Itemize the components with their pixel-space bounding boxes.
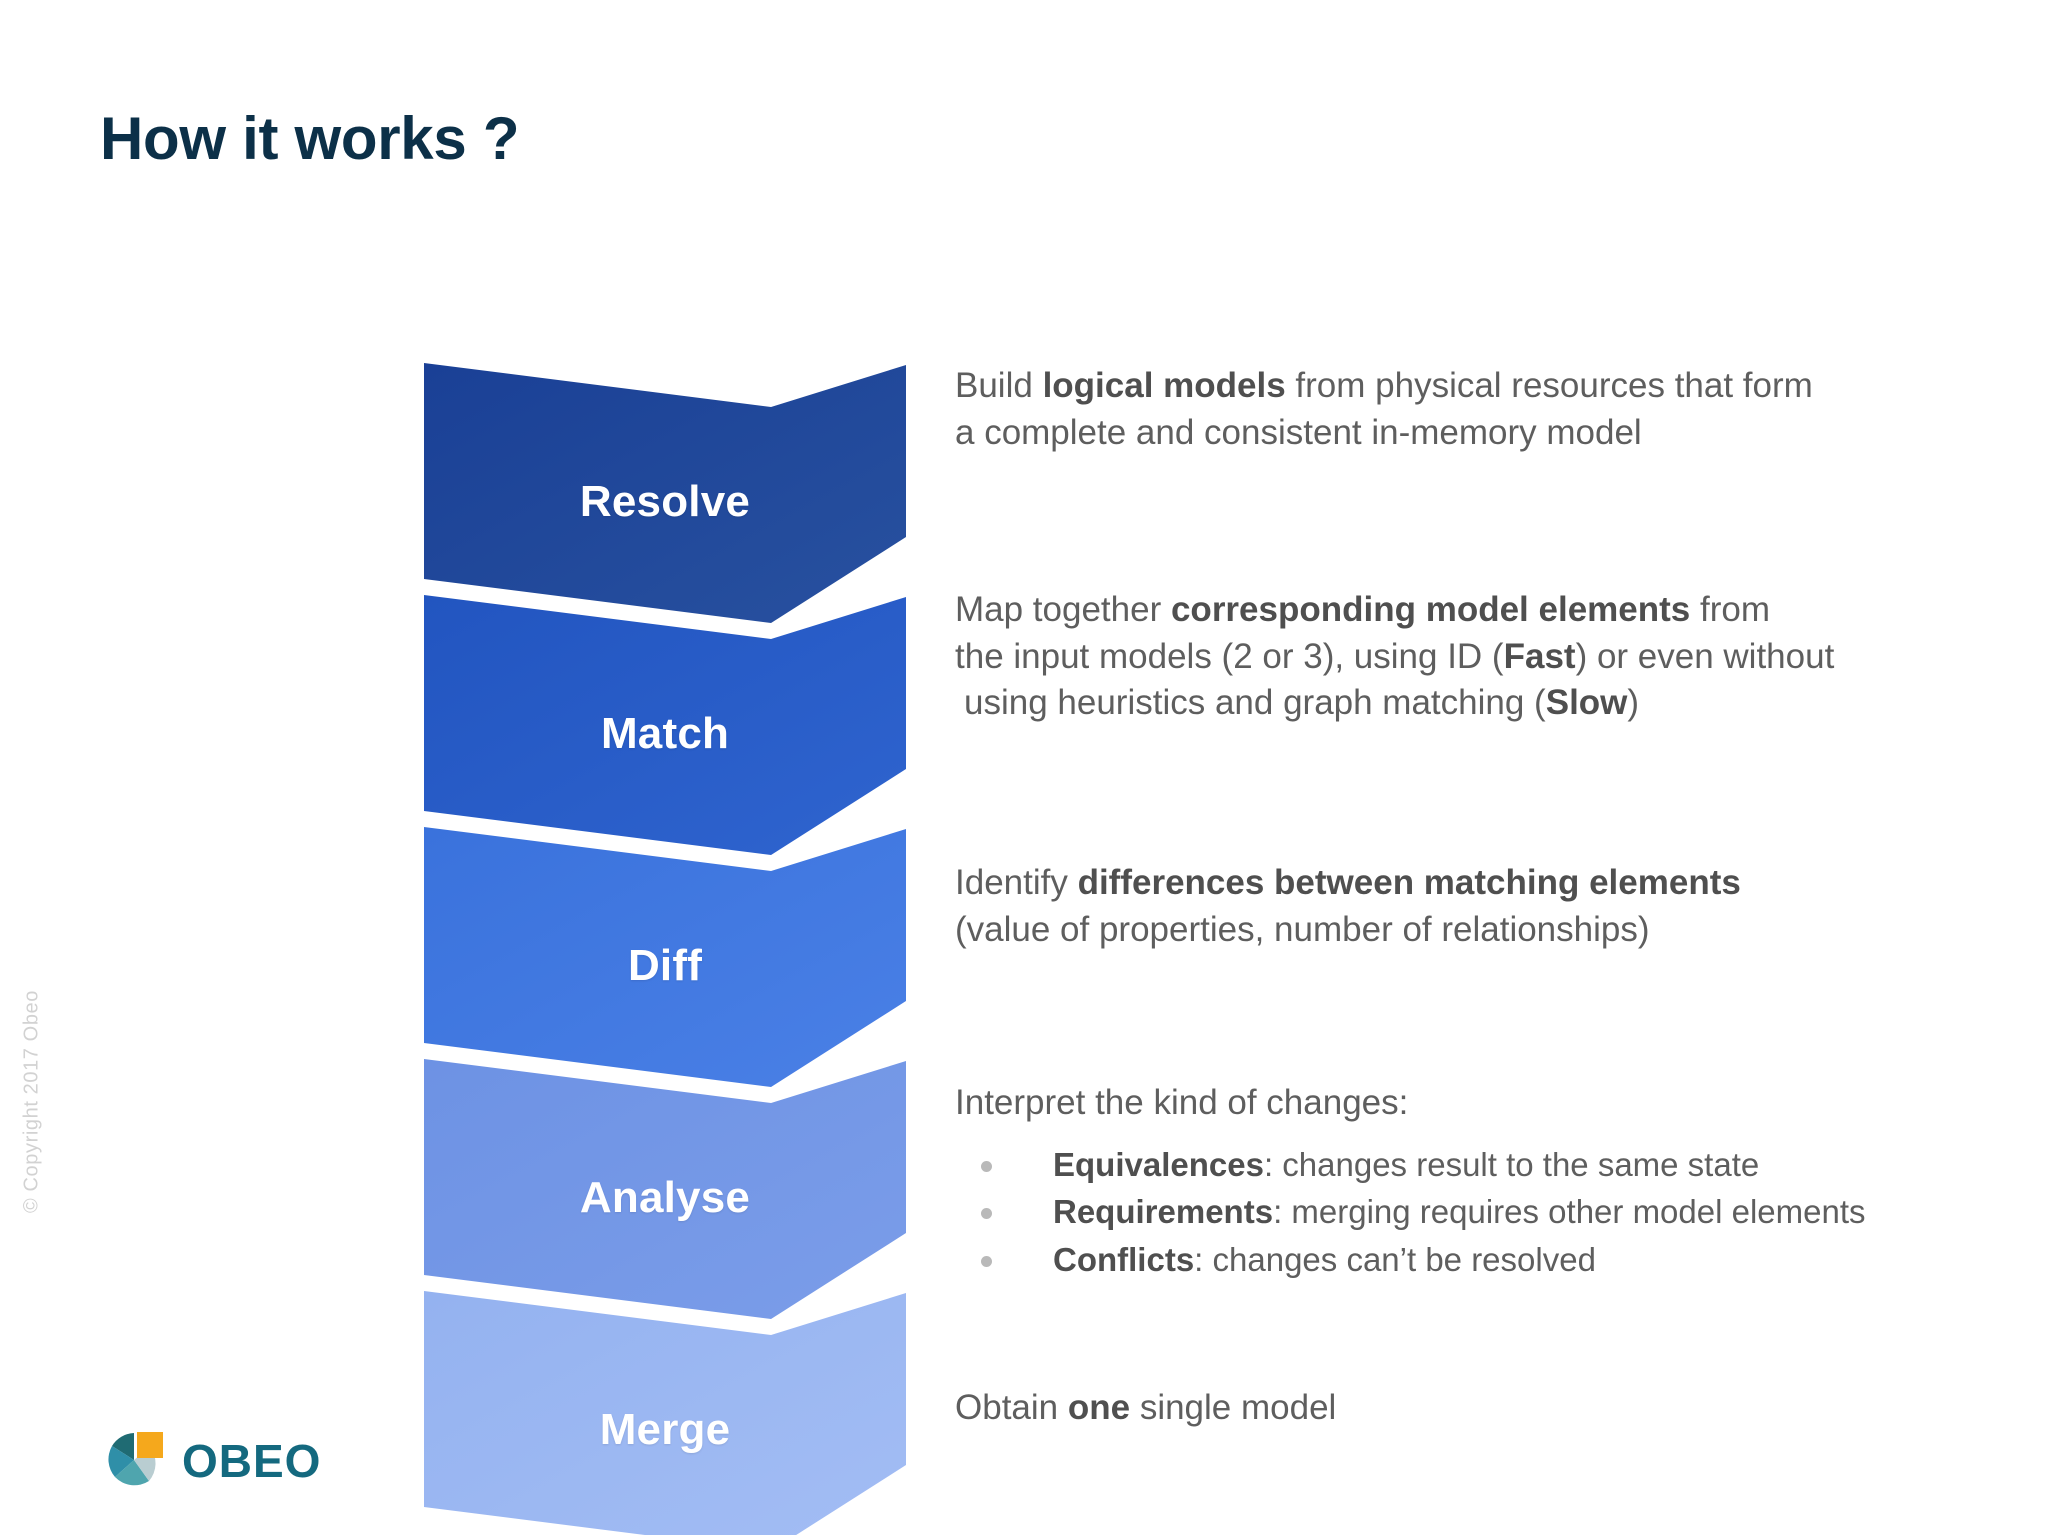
description-analyse: Interpret the kind of changes: Equivalenc… — [955, 1080, 1975, 1284]
bullet-dot-icon — [981, 1160, 992, 1172]
plain-text: using heuristics and graph matching ( — [964, 683, 1546, 723]
description-line: Identify differences between matching el… — [955, 860, 1975, 907]
emphasis-text: logical models — [1042, 366, 1286, 405]
chevron-label: Analyse — [579, 1173, 751, 1222]
emphasis-text: corresponding model elements — [1170, 590, 1691, 629]
description-line: the input models (2 or 3), using ID (Fas… — [955, 634, 1975, 681]
chevron-shape — [424, 1059, 906, 1319]
plain-text: Map together — [955, 590, 1171, 629]
description-line: using heuristics and graph matching (Slo… — [955, 680, 1975, 727]
bullet-dot-icon — [981, 1256, 992, 1268]
chevron-step-resolve[interactable]: Resolve — [424, 363, 906, 623]
obeo-pinwheel-icon — [104, 1430, 166, 1492]
plain-text: ) — [1627, 683, 1640, 723]
description-resolve: Build logical models from physical resou… — [955, 363, 1975, 456]
logo-segment-left — [108, 1446, 134, 1477]
chevron-step-analyse[interactable]: Analyse — [424, 1059, 906, 1319]
page-title: How it works ? — [100, 105, 520, 172]
description-merge: Obtain one single model — [955, 1385, 1975, 1432]
emphasis-text: differences between matching elements — [1077, 863, 1741, 902]
plain-text: Build — [955, 366, 1043, 405]
chevron-step-match[interactable]: Match — [424, 595, 906, 855]
chevron-label: Merge — [599, 1405, 731, 1454]
plain-text: : changes result to the same state — [1263, 1145, 1760, 1183]
chevron-label: Diff — [627, 941, 703, 990]
plain-text: from physical resources that form — [1285, 366, 1813, 405]
plain-text: (value of properties, number of relation… — [955, 909, 1650, 949]
bullet-list: Equivalences: changes result to the same… — [955, 1141, 1975, 1285]
obeo-logo: OBEO — [104, 1430, 334, 1502]
emphasis-text: Requirements — [1053, 1193, 1274, 1231]
copyright-notice: © Copyright 2017 Obeo — [20, 989, 43, 1214]
plain-text: Obtain — [955, 1388, 1068, 1427]
plain-text: Interpret the kind of changes: — [955, 1083, 1409, 1122]
description-line: Interpret the kind of changes: — [955, 1080, 1975, 1127]
emphasis-text: Conflicts — [1053, 1241, 1195, 1279]
emphasis-text: Fast — [1503, 636, 1576, 676]
emphasis-text: Equivalences — [1053, 1145, 1264, 1183]
description-line: Obtain one single model — [955, 1385, 1975, 1432]
emphasis-text: Slow — [1545, 683, 1628, 723]
plain-text: ) or even without — [1575, 636, 1835, 676]
description-line: Build logical models from physical resou… — [955, 363, 1975, 410]
list-item: Equivalences: changes result to the same… — [955, 1141, 1975, 1189]
plain-text: a complete and consistent in-memory mode… — [955, 412, 1642, 452]
logo-segment-bottom — [115, 1460, 149, 1486]
description-match: Map together corresponding model element… — [955, 587, 1975, 727]
logo-segment-square — [137, 1432, 163, 1458]
list-item: Requirements: merging requires other mod… — [955, 1188, 1975, 1236]
bullet-dot-icon — [981, 1208, 992, 1220]
chevron-shape — [424, 595, 906, 855]
description-line: Map together corresponding model element… — [955, 587, 1975, 634]
obeo-wordmark: OBEO — [182, 1435, 322, 1487]
plain-text: the input models (2 or 3), using ID ( — [955, 636, 1504, 676]
chevron-shape — [424, 363, 906, 623]
logo-segment-tl — [112, 1433, 134, 1460]
chevron-shape — [424, 827, 906, 1087]
description-diff: Identify differences between matching el… — [955, 860, 1975, 953]
chevron-label: Resolve — [579, 477, 751, 526]
chevron-step-diff[interactable]: Diff — [424, 827, 906, 1087]
emphasis-text: one — [1067, 1388, 1131, 1427]
plain-text: : changes can’t be resolved — [1194, 1241, 1596, 1279]
chevron-step-merge[interactable]: Merge — [424, 1291, 906, 1535]
plain-text: : merging requires other model elements — [1273, 1193, 1866, 1231]
chevron-label: Match — [600, 709, 730, 758]
plain-text: single model — [1130, 1388, 1337, 1427]
plain-text: Identify — [955, 863, 1078, 902]
plain-text: from — [1690, 590, 1770, 629]
description-line: (value of properties, number of relation… — [955, 907, 1975, 954]
chevron-shape — [424, 1291, 906, 1535]
list-item: Conflicts: changes can’t be resolved — [955, 1236, 1975, 1284]
description-line: a complete and consistent in-memory mode… — [955, 410, 1975, 457]
